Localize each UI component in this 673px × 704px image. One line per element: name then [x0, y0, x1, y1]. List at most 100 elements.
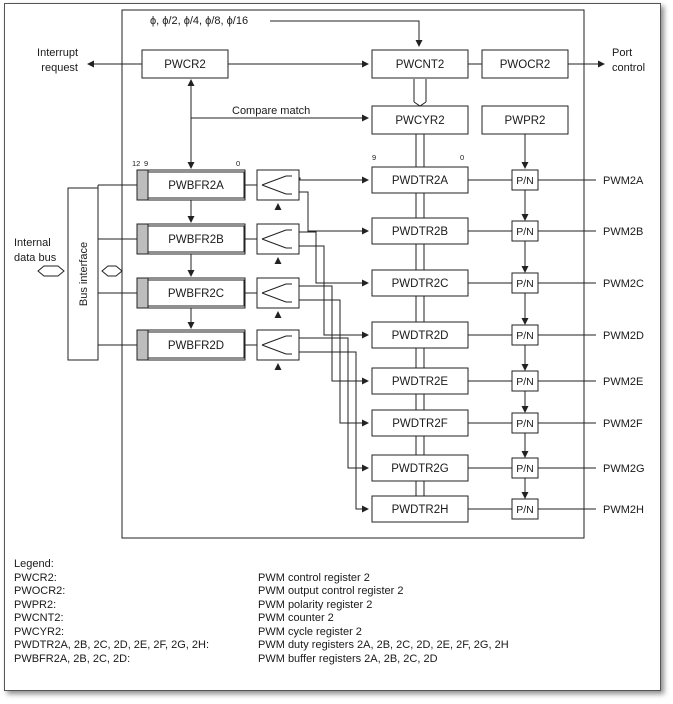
pwdtr2d-data-path — [299, 245, 369, 339]
pwdtr2c-box — [371, 269, 469, 297]
pwbfr2b-selector — [256, 223, 300, 255]
pwdtr2a-bus-down — [415, 193, 425, 218]
legend-description: PWM buffer registers 2A, 2B, 2C, 2D — [258, 652, 438, 665]
pwcyr2-label: PWCYR2 — [395, 115, 444, 127]
pwdtr2c-data-path — [299, 231, 369, 287]
pwdtr2e-data-path — [299, 285, 369, 385]
pwdtr2f-bus-down — [415, 436, 425, 455]
interrupt-label-2: request — [41, 62, 78, 74]
output-label-pwm2f: PWM2F — [603, 418, 643, 430]
pwdtr2h-box — [371, 495, 469, 523]
legend-row: PWCR2:PWM control register 2 — [14, 572, 654, 586]
pwbfr2a-bits-area — [136, 169, 149, 201]
pwbfr2b-selector-switch — [261, 229, 292, 249]
pwbfr2d-selector-switch — [261, 335, 292, 355]
output-label-pwm2g: PWM2G — [603, 463, 645, 475]
legend-row: PWCYR2:PWM cycle register 2 — [14, 626, 654, 640]
pwcyr2-box — [371, 105, 469, 135]
output-label-pwm2h: PWM2H — [603, 504, 644, 516]
legend-description: PWM polarity register 2 — [258, 598, 373, 611]
pwdtr2b-box — [371, 217, 469, 245]
dtr-bit-0: 0 — [460, 153, 464, 162]
legend-description: PWM counter 2 — [258, 612, 334, 624]
legend-term: PWCNT2: — [14, 612, 64, 624]
pn-label-0: P/N — [516, 175, 534, 187]
pwbfr2a-box — [147, 171, 245, 199]
legend-row: PWPR2: PWM polarity register 2 — [14, 599, 654, 613]
pwdtr2d-label: PWDTR2D — [392, 330, 449, 342]
pwdtr2f-data-path — [299, 299, 369, 427]
pwdtr2a-label: PWDTR2A — [392, 175, 449, 187]
data-bus-right-arrow — [101, 265, 123, 277]
pwcr2-box — [141, 49, 229, 79]
pwdtr2d-bus-down — [415, 348, 425, 368]
pwbfr2a-label: PWBFR2A — [168, 180, 224, 192]
pwdtr2g-label: PWDTR2G — [391, 463, 449, 475]
pwdtr2b-label: PWDTR2B — [392, 226, 449, 238]
pwdtr2g-bus-down — [415, 481, 425, 496]
pwbfr2c-bits-area — [136, 277, 149, 309]
port-label-2: control — [612, 62, 645, 74]
dtr-bit-9: 9 — [372, 153, 376, 162]
pwdtr2f-box — [371, 409, 469, 437]
pwocr2-label: PWOCR2 — [500, 59, 550, 71]
legend-term: PWCYR2: — [14, 625, 65, 638]
pwocr2-box — [481, 49, 569, 79]
pwbfr2d-selector — [256, 329, 300, 361]
output-label-pwm2d: PWM2D — [603, 330, 644, 342]
pwdtr2g-data-path — [299, 337, 369, 472]
pwdtr2e-bus-down — [415, 394, 425, 410]
pwpr2-label: PWPR2 — [505, 115, 546, 127]
pwbfr2c-selector-switch — [261, 283, 292, 303]
pwdtr2d-box — [371, 321, 469, 349]
clock-label: ϕ, ϕ/2, ϕ/4, ϕ/8, ϕ/16 — [150, 15, 248, 27]
pwcnt2-to-pwcyr2-bus — [413, 79, 427, 107]
legend-term: PWOCR2: — [14, 585, 66, 597]
pwdtr2h-data-path — [299, 351, 369, 513]
pwdtr2h-label: PWDTR2H — [392, 504, 449, 516]
data-bus-left-arrow — [37, 265, 65, 277]
legend-term: PWBFR2A, 2B, 2C, 2D: — [14, 652, 131, 665]
clock-line — [270, 20, 423, 47]
port-label-1: Port — [612, 47, 632, 59]
pwdtr2a-box — [371, 166, 469, 194]
pn-label-4: P/N — [516, 376, 534, 388]
pwbfr2c-box — [147, 279, 245, 307]
legend-row: PWCNT2: PWM counter 2 — [14, 612, 654, 626]
pwcyr2-to-dtr-bus — [415, 134, 425, 167]
pwm-module-boundary — [121, 9, 585, 539]
pwcr2-label: PWCR2 — [164, 59, 206, 71]
pwbfr2a-selector-switch — [261, 175, 292, 195]
output-label-pwm2a: PWM2A — [603, 175, 644, 187]
pwcnt2-label: PWCNT2 — [396, 59, 445, 71]
legend-row: PWDTR2A, 2B, 2C, 2D, 2E, 2F, 2G, 2H: PWM … — [14, 639, 654, 653]
pwdtr2b-data-path — [299, 191, 369, 235]
legend-title: Legend: — [14, 558, 54, 570]
legend-row: PWOCR2: PWM output control register 2 — [14, 585, 654, 599]
pn-label-2: P/N — [516, 278, 534, 290]
pwdtr2e-box — [371, 367, 469, 395]
legend-term: PWDTR2A, 2B, 2C, 2D, 2E, 2F, 2G, 2H: — [14, 639, 210, 651]
legend-description: PWM output control register 2 — [258, 585, 404, 597]
pwcnt2-box — [371, 49, 469, 79]
pwdtr2c-label: PWDTR2C — [392, 278, 449, 290]
output-label-pwm2c: PWM2C — [603, 278, 644, 290]
pwdtr2a-data-path — [299, 176, 369, 184]
pwbfr2b-bits-area — [136, 223, 149, 255]
pn-label-6: P/N — [516, 463, 534, 475]
pwbfr2b-box — [147, 225, 245, 253]
bus-interface-label: Bus interface — [78, 242, 90, 306]
legend-term: PWCR2: — [14, 571, 57, 584]
internal-bus-label-1: Internal — [14, 237, 51, 249]
internal-bus-label-2: data bus — [14, 252, 57, 264]
legend-term: PWPR2: — [14, 598, 57, 611]
pwdtr2c-bus-down — [415, 296, 425, 322]
pn-label-1: P/N — [516, 226, 534, 238]
pwbfr2d-label: PWBFR2D — [168, 340, 224, 352]
pwdtr2g-box — [371, 454, 469, 482]
legend-description: PWM duty registers 2A, 2B, 2C, 2D, 2E, 2… — [258, 639, 509, 651]
buf-bit-9: 9 — [144, 159, 148, 168]
output-label-pwm2b: PWM2B — [603, 226, 643, 238]
